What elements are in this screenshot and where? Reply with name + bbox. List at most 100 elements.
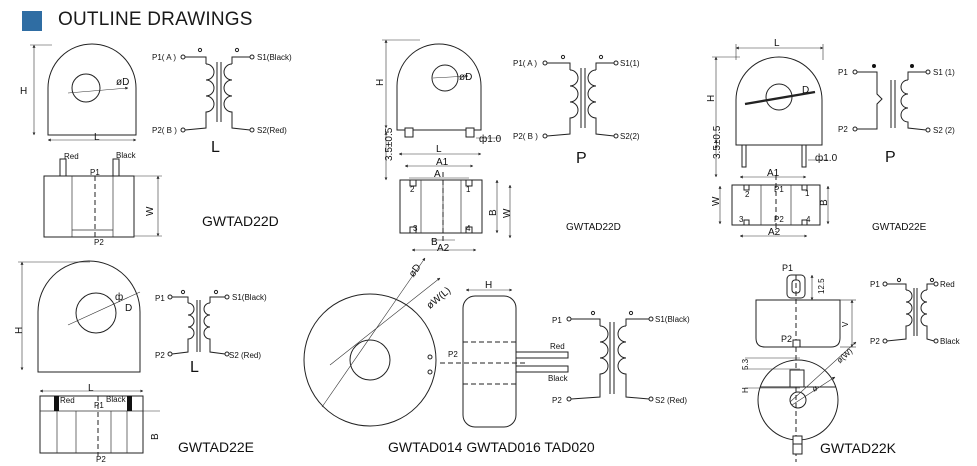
p2-terminal-label: P2 [870,337,880,346]
black-lead-label: Black [940,337,961,346]
red-lead-label: Red [64,152,79,161]
pin-4-label: 4 [806,215,811,224]
dim-5-3-label: 5.3 [741,358,750,370]
b-label: B [150,433,161,440]
red-lead-label: Red [550,342,565,351]
pin-1-label: 1 [466,185,471,194]
front-view-body [396,43,482,131]
p2-terminal-label: P2( B ) [152,126,177,135]
width-label: W [145,206,156,216]
height-label: H [741,387,750,393]
pin-offset-label: 3.5±0.5 [384,127,395,161]
p2-side-label: P2 [448,350,458,359]
height-label: H [706,95,717,102]
p2-label: P2 [781,334,792,344]
model-name: GWTAD22E [872,222,927,233]
p2-terminal-label: P2 [155,351,165,360]
diameter-label: øD [459,72,472,83]
pin-3-label: 3 [739,215,744,224]
dim-12-5-label: 12.5 [817,278,826,294]
side-p1-label: P1 [94,401,104,410]
outer-diameter-label: øD [407,262,424,279]
s2-terminal-label: S2(2) [620,132,640,141]
toroid-window [349,339,391,381]
diameter-label: D [125,303,132,314]
front-view-body [37,260,141,373]
pin-diameter-label: ф1.0 [815,152,838,164]
p1-terminal-label: P1 [552,316,562,325]
side-view-body [755,299,841,348]
drawing-gwtad22d-a: øD H L P1( A ) P2( B ) S1(Black) S2(Red)… [20,43,292,247]
pin-2-label: 2 [745,190,750,199]
drawing-gwtad22e-b: ф D H P1 P2 S1(Black) S2 (Red) L L Red B… [14,260,267,464]
width-label: W [711,196,722,206]
drawing-gwtad22d-b: øD H 3.5±0.5 ф1.0 L A1 A 2 1 3 4 B A2 B … [375,39,640,254]
p2-terminal-label: P2 [838,125,848,134]
bottom-view-body [399,179,483,234]
pin-offset-label: 3.5±0.5 [712,125,723,159]
red-lead-label: Red [940,280,955,289]
b-inner-label: B [431,237,438,248]
pin-4-label: 4 [466,224,471,233]
p1-terminal-label: P1( A ) [152,53,176,62]
height-label: H [485,280,492,291]
height-label: H [20,86,27,97]
drawing-gwtad22e-a: L D H 3.5±0.5 ф1.0 A1 2 1 3 4 P1 P2 W B … [706,38,955,238]
schematic-type-label: P [576,150,587,167]
drawing-gwtad22k: P1 12.5 V P2 5.3 H ø ø(W) P1 P2 Red Blac… [741,263,961,462]
diameter-label: ø [810,384,819,394]
b-label: B [488,209,499,216]
model-name: GWTAD22D [566,222,621,233]
diameter-label: D [802,85,809,96]
a-label: A [434,169,441,180]
front-view-body [735,56,823,146]
schematic-type-label: L [190,359,199,376]
bottom-p2-label: P2 [774,215,784,224]
model-name: GWTAD014 GWTAD016 TAD020 [388,439,595,455]
s1-terminal-label: S1 (1) [933,68,955,77]
bottom-p1-label: P1 [774,185,784,194]
a1-label: A1 [436,157,449,168]
side-view-body [39,395,144,454]
p1-terminal-label: P1 [155,294,165,303]
s2-terminal-label: S2 (2) [933,126,955,135]
outer-diameter-label: ø(W) [835,346,854,365]
phi-label: ф [115,291,123,303]
window-hole [71,73,101,103]
black-lead-label: Black [106,395,127,404]
red-lead-label: Red [60,396,75,405]
s2-terminal-label: S2 (Red) [655,396,687,405]
v-label: V [841,321,850,327]
front-view-body [47,43,137,136]
window-diameter-label: øW(L) [425,285,453,311]
b-label: B [819,199,830,206]
s2-terminal-label: S2(Red) [257,126,287,135]
diameter-label: øD [116,77,129,88]
length-label: L [774,38,780,49]
p1-terminal-label: P1 [838,68,848,77]
p1-terminal-label: P1( A ) [513,59,537,68]
model-name: GWTAD22D [202,213,279,229]
side-p2-label: P2 [94,238,104,247]
a1-label: A1 [767,168,780,179]
s1-terminal-label: S1(1) [620,59,640,68]
length-label: L [88,383,94,394]
window-hole [431,64,459,92]
side-view-body [462,295,517,428]
side-p2-label: P2 [96,455,106,464]
height-label: H [14,327,25,334]
page-title: OUTLINE DRAWINGS [58,9,253,30]
window-hole [789,391,807,409]
window-hole [75,292,117,334]
schematic-type-label: L [211,139,220,156]
side-view-body [43,175,135,238]
length-label: L [94,132,100,143]
model-name: GWTAD22K [820,440,897,456]
schematic-type-label: P [885,149,896,166]
top-p1-label: P1 [782,263,793,273]
toroid-outer [303,293,437,427]
a2-label: A2 [437,243,450,254]
s1-terminal-label: S1(Black) [655,315,690,324]
model-name: GWTAD22E [178,439,254,455]
s2-terminal-label: S2 (Red) [229,351,261,360]
